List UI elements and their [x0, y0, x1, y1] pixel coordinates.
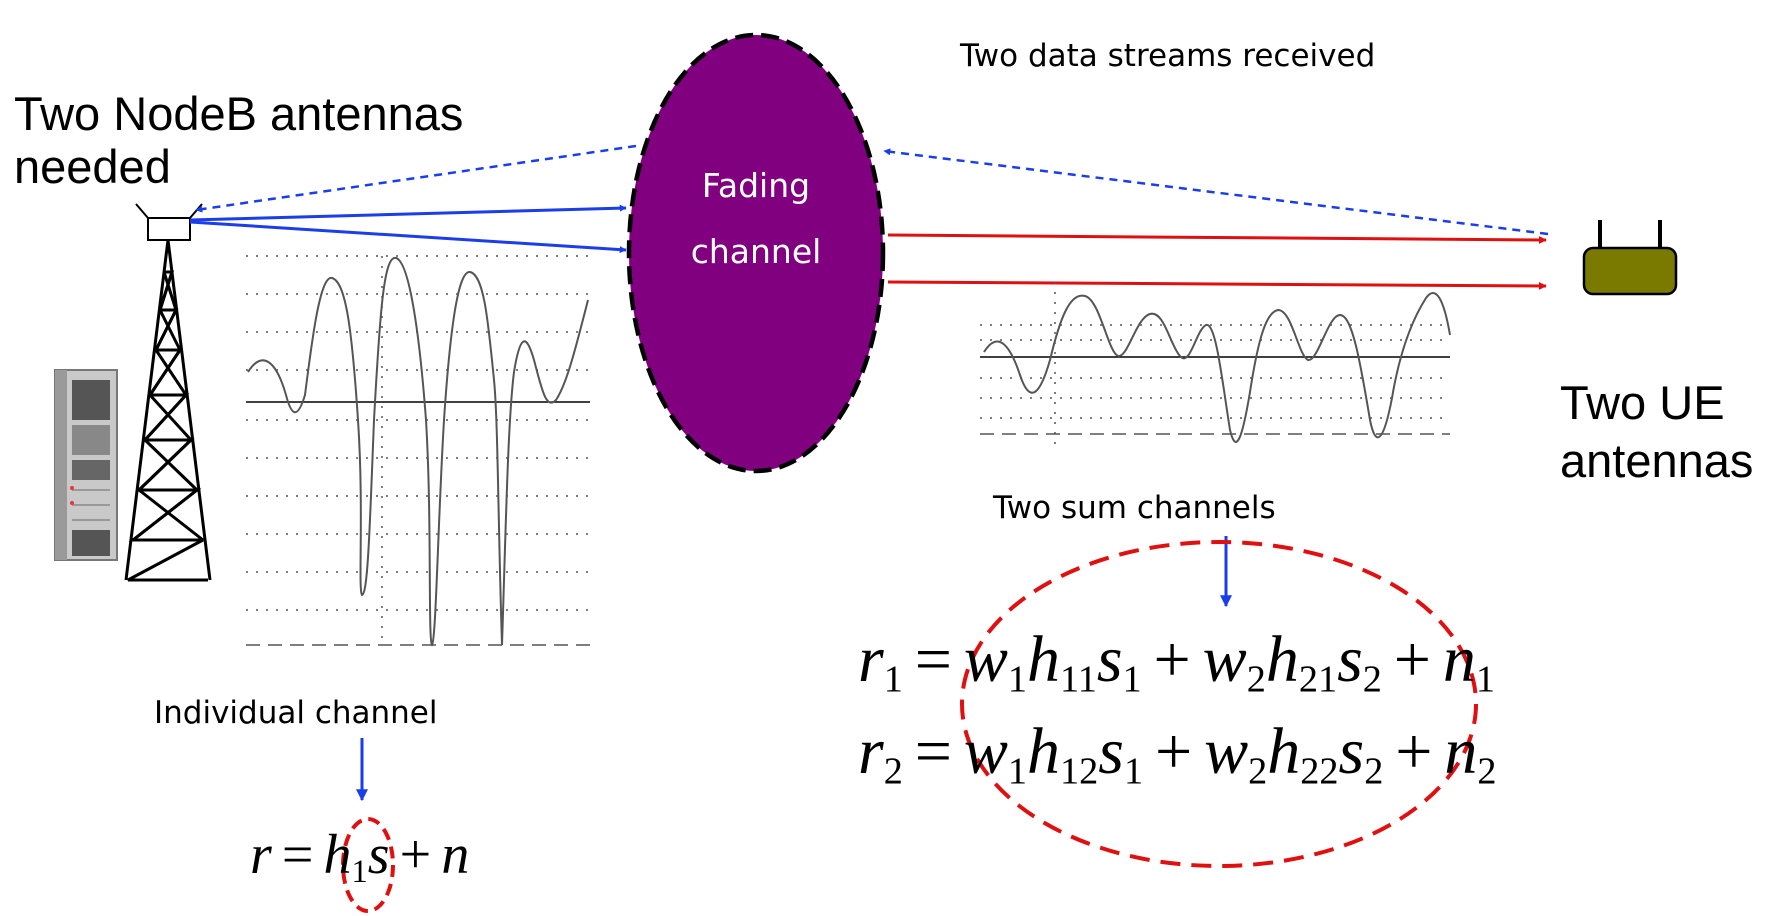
- eq1-h1-sub: 11: [1059, 658, 1097, 701]
- eq1-s2: s: [1337, 623, 1363, 696]
- ue-router-icon: [1582, 220, 1678, 296]
- eq2-h1-sub: 12: [1059, 750, 1099, 793]
- eq2-w2: w: [1204, 715, 1249, 788]
- eq1-r: r: [858, 623, 884, 696]
- eq-plus: +: [399, 824, 432, 886]
- individual-channel-plot: [246, 255, 590, 647]
- eq1-w2: w: [1202, 623, 1247, 696]
- eq1-r-sub: 1: [883, 658, 903, 701]
- tx-arrow-1: [189, 204, 627, 222]
- eq2-plus1: +: [1154, 715, 1193, 788]
- eq2-r-sub: 2: [883, 750, 903, 793]
- eq2-w2-sub: 2: [1248, 750, 1268, 793]
- nodeb-label-line1: Two NodeB antennas: [14, 87, 464, 140]
- eq1-h2-sub: 21: [1298, 658, 1338, 701]
- eq1-equals: =: [914, 623, 952, 696]
- eq1-s1: s: [1096, 623, 1123, 696]
- sum-channel-highlight-ellipse: [960, 540, 1478, 868]
- ue-label-line2: antennas: [1560, 434, 1754, 487]
- base-station-cabinet-icon: [54, 369, 118, 561]
- cell-tower-icon: [124, 203, 212, 582]
- individual-channel-equation: r=h1s+n: [250, 820, 469, 890]
- eq1-plus1: +: [1153, 623, 1191, 696]
- eq2-n: n: [1444, 715, 1478, 788]
- eq1-w1-sub: 1: [1007, 658, 1027, 701]
- eq1-w1: w: [963, 623, 1008, 696]
- eq2-s1: s: [1098, 715, 1124, 788]
- ue-label-line1: Two UE: [1560, 376, 1725, 429]
- fading-channel-ellipse: [626, 32, 886, 474]
- fading-label-line2: channel: [690, 232, 822, 271]
- eq2-h2: h: [1267, 715, 1301, 788]
- fading-label-line1: Fading: [701, 166, 811, 205]
- eq1-w2-sub: 2: [1246, 658, 1266, 701]
- eq2-r: r: [858, 715, 884, 788]
- eq2-n-sub: 2: [1477, 750, 1497, 793]
- eq2-plus2: +: [1395, 715, 1433, 788]
- eq2-h1: h: [1026, 715, 1060, 788]
- eq2-h2-sub: 22: [1300, 750, 1339, 793]
- sum-channel-equation-2: r2=w1h12s1+w2h22s2+n2: [858, 712, 1496, 792]
- eq-s: s: [367, 824, 390, 886]
- ue-antennas-label: Two UE antennas: [1560, 374, 1753, 490]
- eq2-s2: s: [1338, 715, 1365, 788]
- individual-channel-highlight-ellipse: [341, 817, 395, 913]
- eq2-equals: =: [914, 715, 952, 788]
- eq-n: n: [441, 824, 470, 886]
- rx-arrow-2: [887, 280, 1547, 290]
- eq1-s2-sub: 2: [1362, 658, 1382, 701]
- feedback-arrow-from-ue: [883, 148, 1549, 236]
- fading-channel-label: Fading channel: [666, 153, 846, 285]
- individual-channel-label: Individual channel: [154, 695, 438, 731]
- sum-channel-plot: [980, 282, 1451, 452]
- data-streams-label: Two data streams received: [960, 38, 1376, 74]
- feedback-arrow-to-nodeb: [195, 144, 637, 213]
- eq-h-sub: 1: [351, 854, 368, 891]
- eq-r: r: [250, 824, 272, 886]
- eq2-s1-sub: 1: [1123, 750, 1144, 793]
- sum-channel-equation-1: r1=w1h11s1+w2h21s2+n1: [858, 620, 1495, 700]
- eq1-n: n: [1442, 623, 1476, 696]
- eq1-n-sub: 1: [1475, 658, 1496, 701]
- eq2-w1-sub: 1: [1007, 750, 1027, 793]
- eq1-h2: h: [1265, 623, 1299, 696]
- eq1-plus2: +: [1393, 623, 1432, 696]
- sum-channels-label: Two sum channels: [993, 490, 1276, 526]
- nodeb-label-line2: needed: [14, 140, 171, 193]
- eq1-s1-sub: 1: [1122, 658, 1142, 701]
- eq1-h1: h: [1026, 623, 1060, 696]
- eq2-w1: w: [963, 715, 1008, 788]
- tx-arrow-2: [189, 220, 627, 254]
- rx-arrow-1: [887, 233, 1547, 244]
- eq2-s2-sub: 2: [1364, 750, 1384, 793]
- nodeb-antennas-label: Two NodeB antennas needed: [14, 87, 463, 193]
- eq-h: h: [323, 824, 352, 886]
- eq-equals: =: [281, 824, 314, 886]
